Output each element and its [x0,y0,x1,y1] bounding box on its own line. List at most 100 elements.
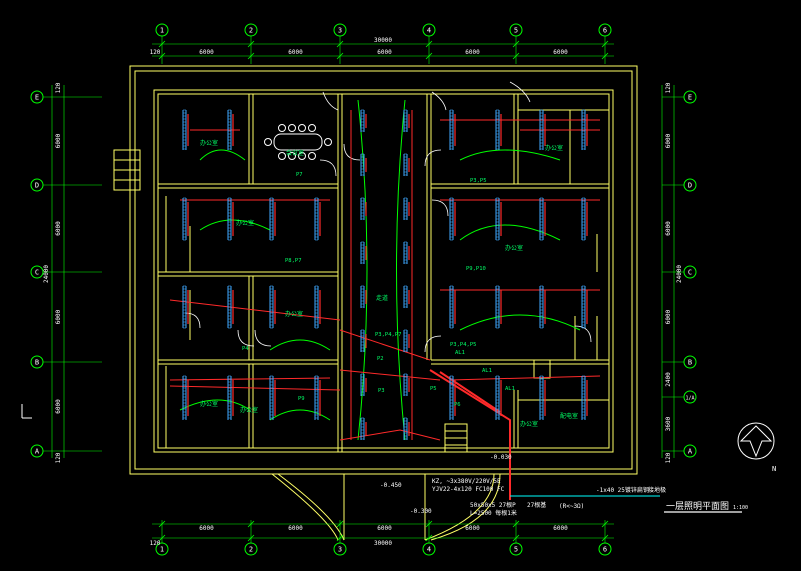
room-label: 办公室 [200,400,218,408]
annotations: -0.030 -0.450 -0.300 KZ, ~3x380V/220V/5E… [380,454,666,517]
dimension-label: 6000 [55,133,62,148]
cable-note: 27根基 [527,501,546,509]
dimension-total: 30000 [374,540,392,547]
corridor-label: 走道 [376,294,388,302]
drawing-title: 一层照明平面图 [666,501,729,512]
cable-note: (R<~3Ω) [559,503,584,510]
room-label: 办公室 [545,144,563,152]
cable-note: KZ, ~3x380V/220V/5E [432,478,501,485]
cable-note: 50x50x5 27根P [470,501,516,509]
dimension-label: 6000 [55,399,62,414]
column-axis-label: 5 [514,27,518,35]
dimension-label: 120 [150,540,161,547]
dimension-total: 24000 [676,265,683,283]
column-axis-label: 6 [603,546,607,554]
room-labels: 办公室 会议室 办公室 办公室 办公室 办公室 办公室 配电室 办公室 办公室 … [200,139,578,428]
dimension-label: 120 [665,452,672,463]
cable-note: 接地极 [648,486,666,494]
doors [184,81,592,353]
column-axis-label: 3 [338,27,342,35]
dimension-label: 6000 [55,309,62,324]
dimension-label: 120 [55,452,62,463]
row-axis-label: D [35,182,39,190]
panel-label: AL1 [505,386,515,392]
dimension-label: 6000 [199,525,214,532]
dimension-label: 120 [55,82,62,93]
row-axis-label: E [35,94,39,102]
room-label: 办公室 [236,219,254,227]
column-axis-label: 1 [160,546,164,554]
panel-label: P9 [298,396,305,402]
row-axis-label: A [35,448,40,456]
dimension-label: 2400 [665,372,672,387]
axis-grid: 1122334455666000600060006000600060006000… [30,23,697,556]
wiring [169,99,660,500]
row-axis-label: E [688,94,692,102]
dimension-label: 6000 [55,221,62,236]
column-axis-label: 4 [427,546,431,554]
dimension-label: 6000 [377,49,392,56]
panel-label: P3,P5 [470,178,487,184]
room-label: 办公室 [200,139,218,147]
panel-label: P8,P7 [285,258,302,264]
panel-label: P5 [430,386,437,392]
dimension-total: 30000 [374,37,392,44]
column-axis-label: 2 [249,546,253,554]
room-label: 配电室 [560,412,578,420]
room-label: 办公室 [240,406,258,414]
entrance-steps [113,149,501,541]
elevation-label: -0.450 [380,482,402,489]
dimension-label: 6000 [465,525,480,532]
panel-label: P3,P4,P5 [450,342,477,348]
dimension-total: 24000 [43,265,50,283]
row-axis-label: A [688,448,693,456]
north-label: N [772,465,776,473]
drawing-scale: 1:100 [733,505,748,511]
row-axis-label: D [688,182,692,190]
row-axis-label: C [35,269,39,277]
dimension-label: 6000 [665,221,672,236]
panel-label: AL1 [455,350,465,356]
panel-label: P2 [377,356,384,362]
column-axis-label: 4 [427,27,431,35]
room-label: 办公室 [520,420,538,428]
dimension-label: 6000 [288,49,303,56]
panel-label: P3 [378,388,385,394]
row-axis-label: 1/A [685,396,694,402]
dimension-label: 6000 [665,309,672,324]
cable-note: YJV22-4x120 FC100 FC [432,486,505,493]
conference-table [264,124,332,160]
section-marker [21,404,32,419]
panel-label: P6 [454,402,461,408]
north-arrow: N [737,422,776,473]
panel-label: P3,P4,P7 [375,332,402,338]
row-axis-label: B [35,359,39,367]
dimension-label: 120 [150,49,161,56]
room-label: 会议室 [286,149,304,157]
panel-label: AL1 [482,368,492,374]
interior-walls [158,94,609,452]
panel-label: P9,P10 [466,266,486,272]
dimension-label: 6000 [553,49,568,56]
panel-labels: P7 P8,P7 P3,P4,P7 P9,P10 P3,P5 P3,P4,P5 … [242,172,515,408]
elevation-label: -0.030 [490,454,512,461]
cable-note: -1x40 25镀锌扁钢 [596,486,649,494]
panel-label: P7 [296,172,303,178]
dimension-label: 6000 [377,525,392,532]
drawing-title-block: 一层照明平面图 1:100 [664,501,748,513]
dimension-label: 6000 [553,525,568,532]
column-axis-label: 6 [603,27,607,35]
elevation-label: -0.300 [410,508,432,515]
room-label: 办公室 [505,244,523,252]
light-fixtures [182,109,588,440]
column-axis-label: 5 [514,546,518,554]
column-axis-label: 2 [249,27,253,35]
dimension-label: 6000 [665,133,672,148]
compass-icon [739,425,773,458]
column-axis-label: 1 [160,27,164,35]
dimension-label: 3600 [665,416,672,431]
room-label: 办公室 [285,310,303,318]
dimension-label: 120 [665,82,672,93]
